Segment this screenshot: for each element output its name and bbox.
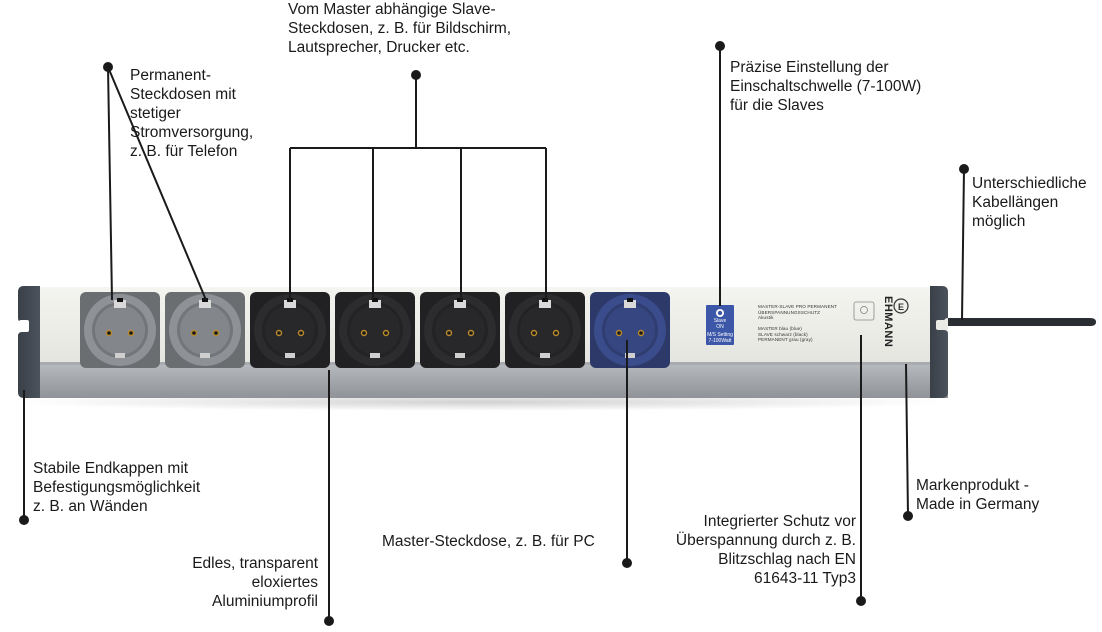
slave-socket[interactable] bbox=[335, 292, 415, 368]
power-cable bbox=[945, 318, 1096, 326]
endcaps-label: Stabile Endkappen mit Befestigungsmöglic… bbox=[33, 460, 201, 515]
permanent-socket[interactable] bbox=[80, 292, 160, 368]
permanent-socket[interactable] bbox=[165, 292, 245, 368]
approval-mark bbox=[853, 301, 875, 321]
ms-setting-panel[interactable] bbox=[706, 305, 734, 345]
brand-text: EHMANN bbox=[882, 296, 894, 348]
callout-dots bbox=[19, 41, 969, 626]
threshold-label: Präzise Einstellung der Einschaltschwell… bbox=[730, 59, 922, 114]
profile-label: Edles, transparent eloxiertes Aluminiump… bbox=[192, 555, 318, 610]
slave-socket[interactable] bbox=[420, 292, 500, 368]
brand-made-label: Markenprodukt - Made in Germany bbox=[916, 477, 1040, 513]
ehmann-logo-icon bbox=[893, 298, 909, 314]
right-cap-slot bbox=[936, 320, 948, 330]
cable-label: Unterschiedliche Kabellängen möglich bbox=[972, 175, 1087, 230]
dial-bottom-text: M/S Setting 7-100Watt bbox=[707, 332, 733, 344]
slave-socket[interactable] bbox=[250, 292, 330, 368]
master-socket[interactable] bbox=[590, 292, 670, 368]
spec-text: MASTER-SLAVE PRO PERMANENT ÜBERSPANNUNGS… bbox=[758, 304, 838, 342]
surge-label: Integrierter Schutz vor Überspannung dur… bbox=[675, 513, 856, 587]
left-end-cap bbox=[18, 286, 40, 398]
permanent-label: Permanent- Steckdosen mit stetiger Strom… bbox=[130, 67, 254, 160]
slave-socket[interactable] bbox=[505, 292, 585, 368]
svg-text:E: E bbox=[898, 302, 904, 312]
master-label: Master-Steckdose, z. B. für PC bbox=[382, 533, 595, 550]
dial-top-text: Slave ON bbox=[713, 318, 727, 330]
right-end-cap bbox=[930, 286, 948, 398]
slave-label: Vom Master abhängige Slave- Steckdosen, … bbox=[288, 1, 512, 56]
callout-lines bbox=[23, 46, 965, 621]
left-cap-slot bbox=[19, 320, 29, 332]
